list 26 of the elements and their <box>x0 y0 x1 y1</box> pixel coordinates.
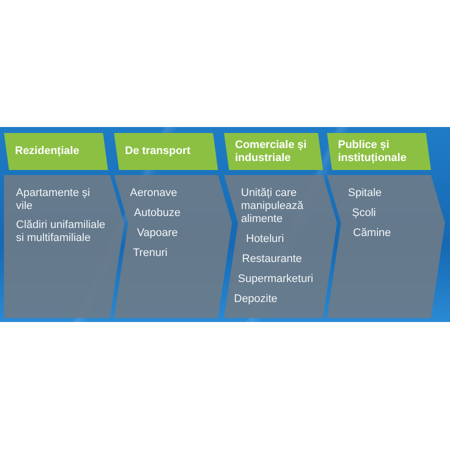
header-text: De transport <box>125 145 192 158</box>
category-header <box>224 133 323 170</box>
list-item: Trenuri <box>133 247 168 260</box>
list-item: Restaurante <box>242 253 303 266</box>
header-text: Publice și instituționale <box>338 138 408 164</box>
list-item: Autobuze <box>134 207 182 220</box>
chevron-panel <box>327 175 445 318</box>
chevron-panel <box>114 175 232 318</box>
list-item: Clădiri unifamiliale si multifamiliale <box>16 219 106 245</box>
list-item: Cămine <box>353 227 392 240</box>
chevron-panel <box>224 175 337 318</box>
list-item: Unități care manipulează alimente <box>241 187 304 226</box>
chevron-panel <box>4 175 124 318</box>
list-item: Aeronave <box>130 187 178 200</box>
header-text: Comerciale și industriale <box>235 138 308 164</box>
list-item: Supermarketuri <box>238 273 314 286</box>
category-header <box>4 133 108 170</box>
list-item: Spitale <box>348 187 383 200</box>
category-header <box>114 133 218 170</box>
list-item: Hoteluri <box>246 233 285 246</box>
list-item: Școli <box>352 207 377 220</box>
list-item: Apartamente și vile <box>16 187 91 213</box>
list-item: Vapoare <box>137 227 179 240</box>
header-text: Rezidențiale <box>15 145 80 158</box>
list-item: Depozite <box>234 293 278 306</box>
category-header <box>327 133 431 170</box>
